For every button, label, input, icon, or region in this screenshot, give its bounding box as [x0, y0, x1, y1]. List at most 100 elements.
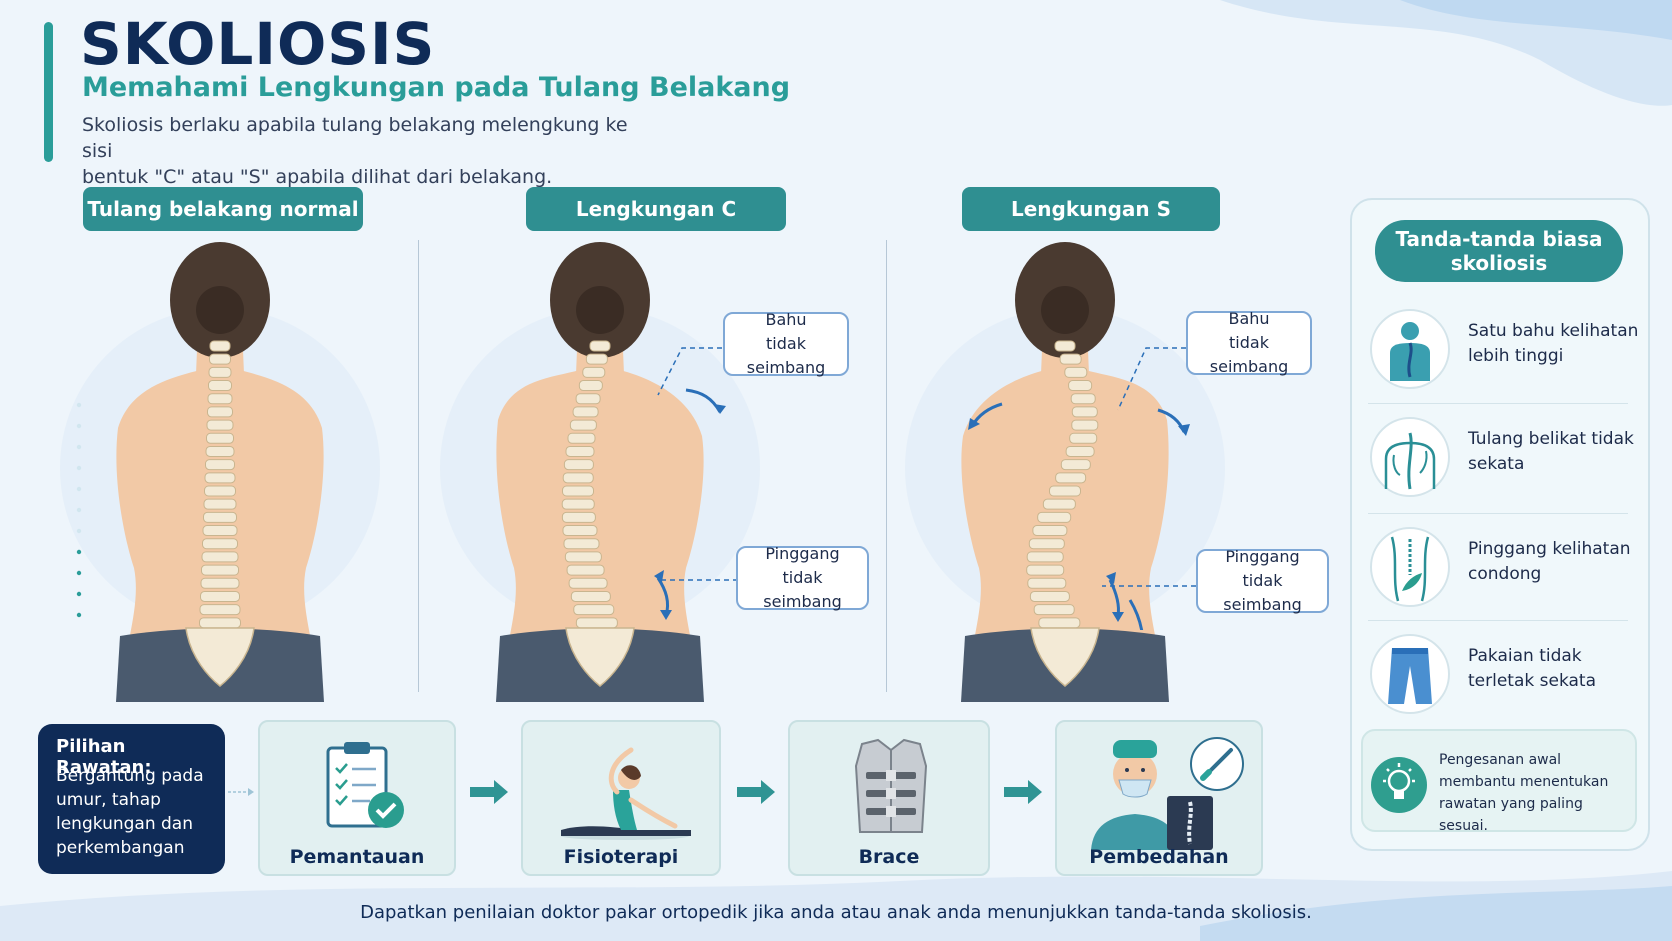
treatment-label-surgery: Pembedahan: [1089, 846, 1229, 868]
treatment-label-monitoring: Pemantauan: [289, 846, 425, 868]
vertebra: [569, 419, 597, 431]
vertebra: [207, 406, 233, 418]
vertebra: [1026, 564, 1065, 576]
sign-item-clothing: Pakaian tidak terletak sekata: [1368, 630, 1636, 720]
vertebra: [205, 445, 235, 457]
footer-advice: Dapatkan penilaian doktor pakar ortopedi…: [360, 902, 1312, 923]
sign-text-waist: Pinggang kelihatan condong: [1468, 539, 1631, 584]
c-curve-indicators: [654, 347, 738, 620]
back-figure-s-curve: [905, 242, 1225, 702]
sign-item-shoulder-blade: Tulang belikat tidak sekata: [1368, 413, 1636, 503]
vertebra: [572, 406, 599, 418]
vertebra: [1042, 498, 1076, 510]
s-curve-waist-callout: Pinggang tidak seimbang: [1196, 547, 1329, 614]
treatment-card-physiotherapy: Fisioterapi: [521, 720, 721, 876]
vertebra: [1065, 445, 1095, 457]
vertebra: [1070, 393, 1096, 405]
early-detection-tip: Pengesanan awal membantu menentukan rawa…: [1361, 729, 1637, 834]
treatment-card-surgery: Pembedahan: [1055, 720, 1263, 876]
vertebra: [1055, 472, 1087, 484]
vertebra: [1033, 604, 1075, 616]
vertebra: [1037, 511, 1072, 523]
lightbulb-icon: [1371, 757, 1427, 813]
vertebra: [562, 472, 594, 484]
brace-vest-icon: [854, 738, 928, 833]
vertebra: [1068, 380, 1093, 392]
vertebra: [209, 340, 231, 352]
trousers-icon: [1370, 634, 1450, 714]
vertebra: [202, 538, 238, 550]
vertebra: [1071, 419, 1099, 431]
page-subtitle: Memahami Lengkungan pada Tulang Belakang: [82, 72, 791, 103]
c-curve-shoulder-callout: Bahu tidak seimbang: [723, 310, 849, 377]
vertebra: [201, 551, 239, 563]
vertebra: [565, 445, 595, 457]
treatment-intro: Pilihan Rawatan: Bergantung pada umur, t…: [38, 724, 225, 874]
surgeon-xray-icon: [1091, 737, 1244, 850]
sign-text-clothing: Pakaian tidak terletak sekata: [1468, 646, 1596, 691]
s-curve-indicators: [968, 347, 1196, 630]
panel-label-s-curve: Lengkungan S: [962, 187, 1220, 231]
intro-line-2: bentuk "C" atau "S" apabila dilihat dari…: [82, 166, 553, 188]
clipboard-check-icon: [326, 742, 404, 828]
vertebra: [567, 432, 596, 444]
vertebra: [1028, 538, 1065, 550]
hair-bun: [576, 286, 624, 334]
shoulder-blade-icon: [1370, 417, 1450, 497]
vertebra: [1049, 485, 1081, 497]
vertebra: [199, 617, 241, 629]
vertebra: [1059, 353, 1082, 365]
connector-arrow-icon: [228, 788, 254, 796]
vertebra: [585, 353, 608, 365]
vertebra: [208, 380, 232, 392]
panel-divider-1: [418, 240, 419, 692]
spine: [561, 340, 622, 642]
flow-arrow-icon: [470, 780, 508, 804]
sign-separator: [1368, 513, 1628, 514]
sacrum: [185, 627, 255, 687]
sign-item-shoulder: Satu bahu kelihatan lebih tinggi: [1368, 305, 1638, 395]
waist-icon: [1370, 527, 1450, 607]
vertebra: [570, 590, 611, 602]
vertebra: [205, 459, 235, 471]
header-accent-bar: [44, 22, 53, 162]
vertebra: [563, 459, 594, 471]
vertebra: [204, 485, 236, 497]
vertebra: [575, 617, 618, 629]
vertebra: [200, 577, 240, 589]
hair-bun: [1041, 286, 1089, 334]
tip-text: Pengesanan awal membantu menentukan rawa…: [1439, 752, 1609, 834]
flow-arrow-icon: [737, 780, 775, 804]
vertebra: [1027, 577, 1067, 589]
sign-separator: [1368, 403, 1628, 404]
stretching-person-icon: [561, 747, 691, 840]
vertebra: [203, 498, 237, 510]
vertebra: [1069, 432, 1098, 444]
treatment-label-physiotherapy: Fisioterapi: [563, 846, 679, 868]
vertebra: [564, 551, 602, 563]
vertebra: [561, 498, 595, 510]
vertebra: [207, 393, 233, 405]
vertebra: [1060, 459, 1091, 471]
vertebra: [201, 564, 239, 576]
vertebra: [1064, 366, 1088, 378]
vertebra: [204, 472, 236, 484]
back-figure-normal: [60, 242, 380, 702]
vertebra: [206, 432, 234, 444]
vertebra: [203, 511, 237, 523]
treatment-title: Pilihan Rawatan:: [56, 736, 152, 778]
sign-separator: [1368, 620, 1628, 621]
vertebra: [566, 564, 605, 576]
treatment-label-brace: Brace: [858, 846, 920, 868]
torso-spine-icon: [1370, 309, 1450, 389]
vertebra: [582, 366, 606, 378]
page-title: SKOLIOSIS: [80, 10, 436, 78]
vertebra: [208, 366, 232, 378]
background-wave-top-right: [1220, 0, 1672, 106]
panel-label-c-curve: Lengkungan C: [526, 187, 786, 231]
signs-title: Tanda-tanda biasa skoliosis: [1375, 220, 1623, 282]
intro-line-1: Skoliosis berlaku apabila tulang belakan…: [82, 114, 628, 162]
treatment-description: Bergantung pada umur, tahap lengkungan d…: [56, 766, 204, 858]
intro-text: Skoliosis berlaku apabila tulang belakan…: [82, 112, 662, 190]
c-curve-waist-callout: Pinggang tidak seimbang: [736, 544, 869, 611]
